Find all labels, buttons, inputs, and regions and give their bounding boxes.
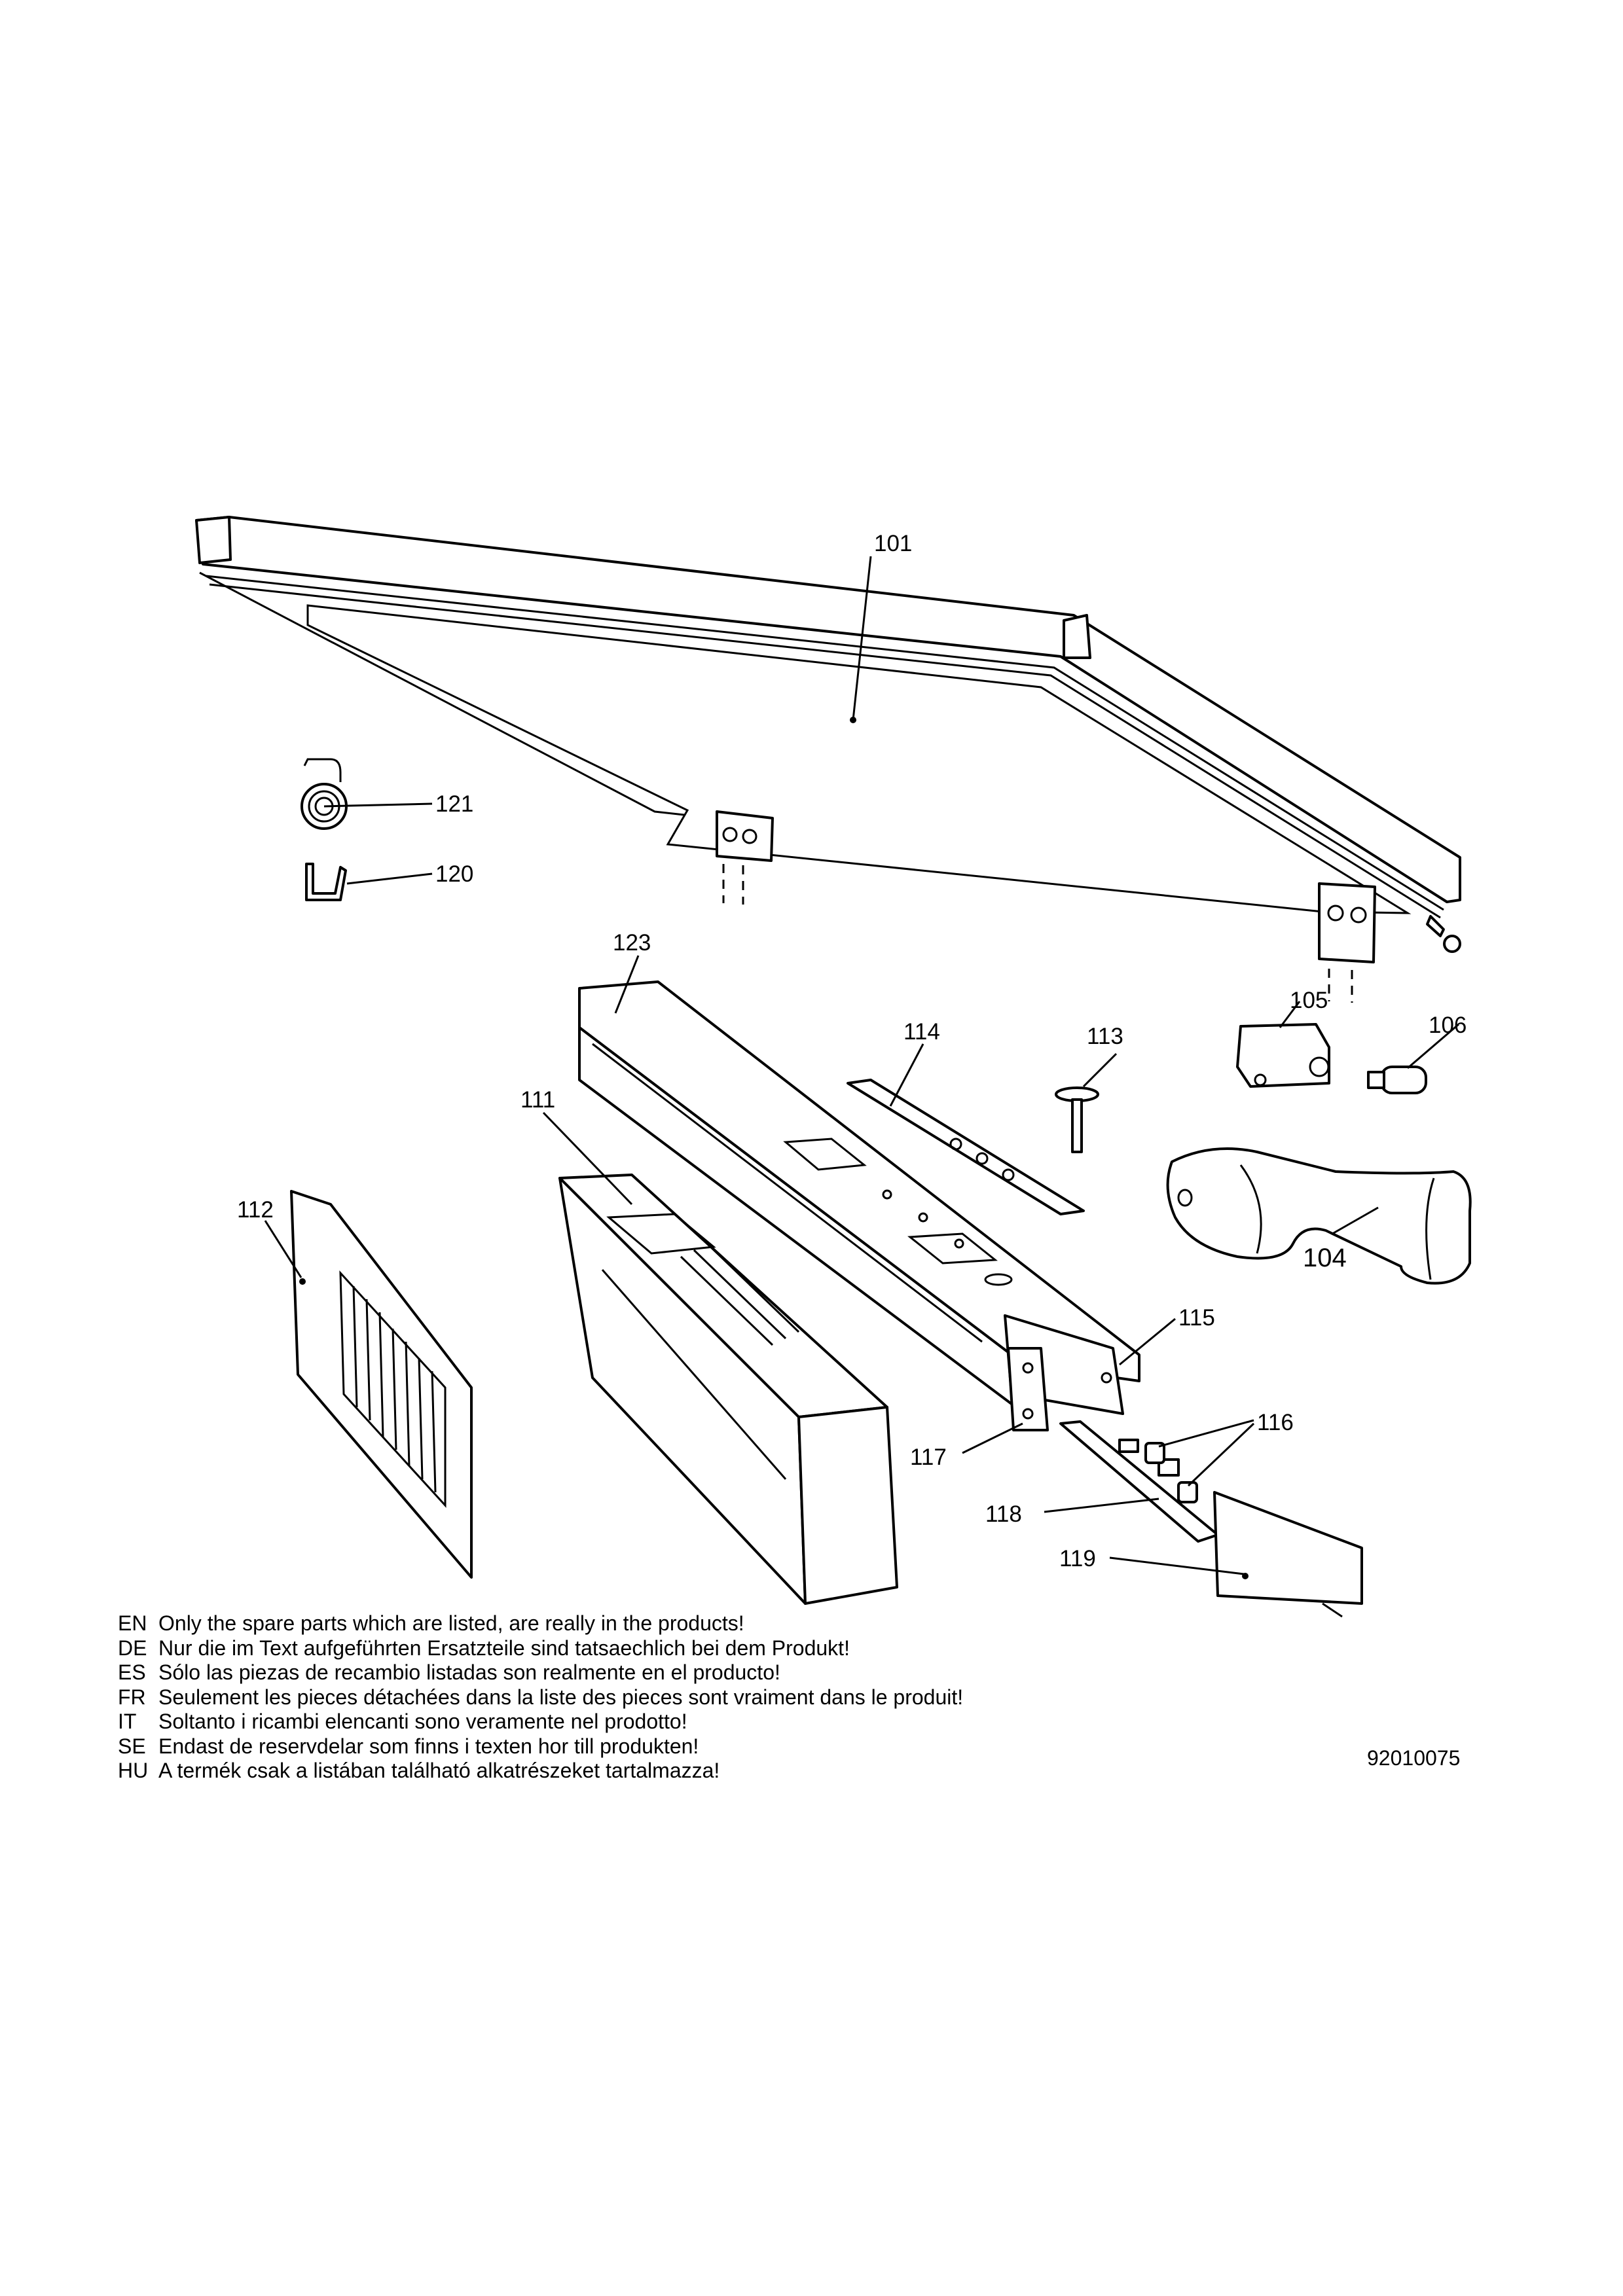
notice-line-en: EN Only the spare parts which are listed… — [118, 1611, 1362, 1636]
label-123: 123 — [613, 930, 651, 956]
part-112-grille — [290, 1190, 473, 1579]
notice-lang-code: IT — [118, 1710, 137, 1733]
notice-line-de: DE Nur die im Text aufgeführten Ersatzte… — [118, 1636, 1362, 1661]
label-113: 113 — [1087, 1024, 1123, 1049]
part-101-lid-frame — [195, 516, 1461, 1003]
notice-text: Sólo las piezas de recambio listadas son… — [158, 1660, 780, 1684]
part-113-knob — [1055, 1086, 1099, 1153]
label-112: 112 — [237, 1197, 274, 1223]
notice-lang-code: SE — [118, 1734, 146, 1758]
part-117-bracket — [1007, 1347, 1049, 1431]
label-106: 106 — [1429, 1013, 1467, 1038]
part-106-lamp — [1367, 1066, 1427, 1094]
part-123-panel-carrier — [578, 980, 1140, 1415]
label-116: 116 — [1257, 1410, 1294, 1435]
notice-line-it: IT Soltanto i ricambi elencanti sono ver… — [118, 1710, 1362, 1734]
label-111: 111 — [520, 1087, 555, 1113]
notice-text: Nur die im Text aufgeführten Ersatzteile… — [158, 1636, 850, 1660]
part-116-switches — [1144, 1442, 1198, 1503]
notice-lang-code: ES — [118, 1660, 146, 1684]
label-101: 101 — [874, 531, 912, 556]
notice-line-hu: HU A termék csak a listában található al… — [118, 1759, 1362, 1784]
notice-text: A termék csak a listában található alkat… — [158, 1759, 720, 1782]
notice-line-se: SE Endast de reservdelar som finns i tex… — [118, 1734, 1362, 1759]
notice-lang-code: EN — [118, 1611, 147, 1635]
notice-text: Endast de reservdelar som finns i texten… — [158, 1734, 699, 1758]
part-121-spring — [301, 758, 348, 830]
part-120-clip — [305, 863, 347, 901]
part-104-handle — [1166, 1147, 1472, 1285]
part-111-housing — [558, 1174, 898, 1605]
notice-text: Soltanto i ricambi elencanti sono verame… — [158, 1710, 687, 1733]
label-117: 117 — [910, 1444, 947, 1470]
label-115: 115 — [1178, 1305, 1215, 1331]
notice-lang-code: DE — [118, 1636, 147, 1660]
label-105: 105 — [1290, 988, 1328, 1013]
notice-line-es: ES Sólo las piezas de recambio listadas … — [118, 1660, 1362, 1685]
notice-lang-code: FR — [118, 1685, 146, 1709]
part-119-cover — [1213, 1491, 1363, 1618]
label-118: 118 — [985, 1501, 1022, 1527]
label-114: 114 — [903, 1019, 940, 1045]
part-114-gasket — [847, 1079, 1085, 1215]
spare-parts-notice: EN Only the spare parts which are listed… — [118, 1611, 1362, 1784]
label-120: 120 — [435, 861, 473, 887]
label-121: 121 — [435, 791, 473, 817]
label-119: 119 — [1059, 1546, 1096, 1571]
part-105-lock — [1236, 1023, 1330, 1088]
document-code: 92010075 — [1367, 1746, 1461, 1770]
notice-text: Only the spare parts which are listed, a… — [158, 1611, 744, 1635]
notice-text: Seulement les pieces détachées dans la l… — [158, 1685, 964, 1709]
label-104: 104 — [1303, 1244, 1347, 1272]
notice-line-fr: FR Seulement les pieces détachées dans l… — [118, 1685, 1362, 1710]
notice-lang-code: HU — [118, 1759, 149, 1782]
